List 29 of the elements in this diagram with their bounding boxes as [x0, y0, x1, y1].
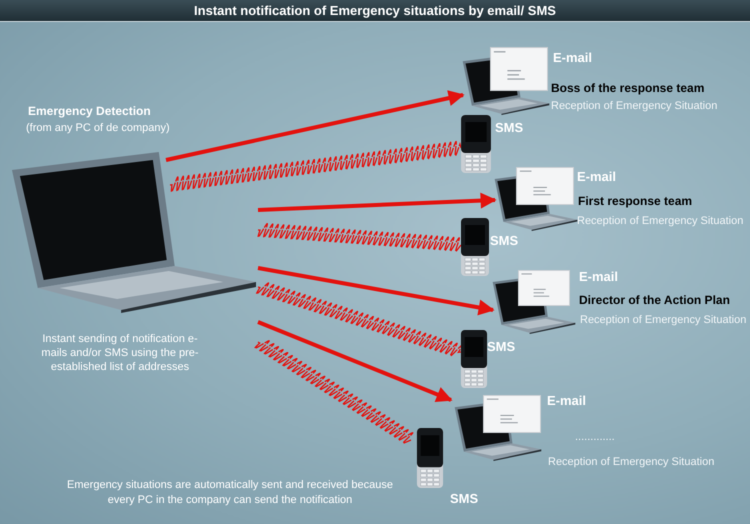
status-text: Reception of Emergency Situation [577, 215, 744, 227]
recipient-name: Boss of the response team [551, 81, 704, 95]
channel-label: SMS [490, 233, 518, 248]
arrow [258, 192, 497, 212]
signal-wave [257, 223, 462, 252]
channel-label: E-mail [579, 269, 618, 284]
channel-label: SMS [450, 491, 478, 506]
description: Instant sending of notification e-mails and/or SMS using the pre-established list of addresses [40, 332, 200, 374]
status-text: ............. [575, 431, 615, 443]
channel-label: E-mail [577, 169, 616, 184]
recipient-name: Director of the Action Plan [579, 293, 730, 307]
title: Instant notification of Emergency situations by email/ SMS [193, 3, 557, 18]
channel-label: SMS [487, 339, 516, 354]
signal-wave [256, 282, 463, 357]
heading: Emergency Detection [28, 104, 151, 118]
note: Emergency situations are automatically sent and received because every PC in the company can send the notification [66, 478, 394, 508]
status-text: Reception of Emergency Situation [551, 100, 718, 112]
signal-wave [170, 140, 462, 192]
signal-wave [254, 340, 414, 444]
recipient-name: First response team [578, 194, 692, 208]
status-text: Reception of Emergency Situation [580, 314, 746, 326]
channel-label: E-mail [553, 50, 592, 65]
channel-label: SMS [495, 120, 524, 135]
arrow [258, 266, 495, 316]
status-text: Reception of Emergency Situation [548, 456, 714, 468]
arrow [257, 320, 452, 402]
arrow [166, 90, 465, 162]
channel-label: E-mail [547, 393, 586, 408]
subheading: (from any PC of de company) [26, 122, 170, 134]
